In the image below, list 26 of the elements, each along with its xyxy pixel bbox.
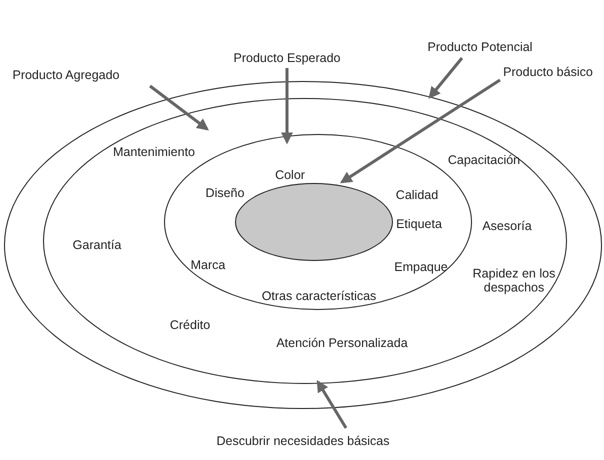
arrow	[149, 84, 209, 130]
arrow	[340, 78, 501, 184]
attribute-label: Asesoría	[482, 218, 532, 234]
level-label: Producto Esperado	[234, 51, 340, 65]
arrow	[281, 68, 293, 144]
attribute-label: Mantenimiento	[113, 144, 195, 160]
attribute-label: Calidad	[396, 188, 438, 202]
arrow	[428, 57, 464, 99]
attribute-label: Rapidez en los despachos	[472, 266, 556, 296]
attribute-label: Color	[275, 168, 305, 182]
arrow	[316, 380, 348, 429]
attribute-label: Crédito	[170, 318, 210, 332]
level-label: Producto básico	[503, 65, 593, 79]
level-label: Descubrir necesidades básicas	[216, 434, 390, 448]
attribute-label: Empaque	[394, 260, 448, 274]
attribute-label: Capacitación	[448, 152, 520, 168]
attribute-label: Marca	[190, 258, 226, 272]
attribute-label: Diseño	[206, 186, 244, 200]
ring-ellipse	[4, 81, 602, 409]
level-label: Producto Agregado	[12, 68, 120, 82]
ring-ellipse	[43, 98, 567, 384]
attribute-label: Atención Personalizada	[276, 336, 408, 350]
level-label: Producto Potencial	[428, 40, 532, 54]
attribute-label: Otras características	[262, 288, 376, 304]
attribute-label: Garantía	[72, 238, 122, 252]
attribute-label: Etiqueta	[396, 216, 442, 232]
